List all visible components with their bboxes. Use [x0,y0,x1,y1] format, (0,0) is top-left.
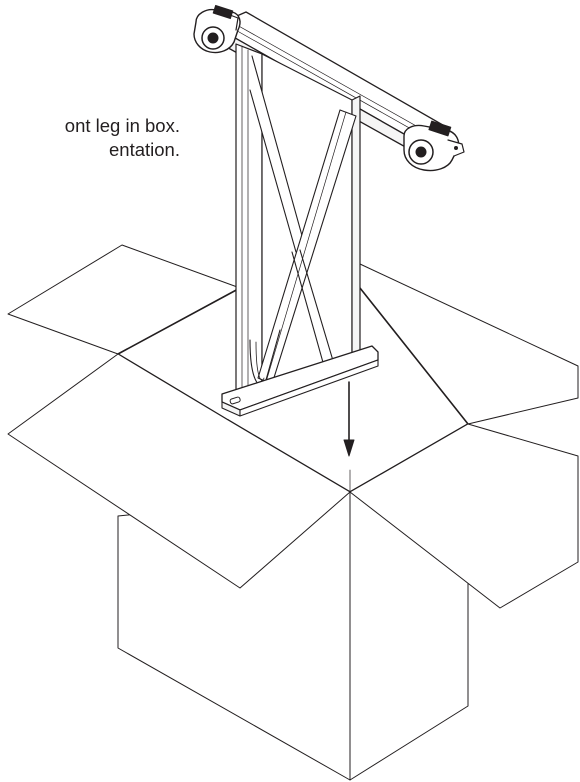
base-plate [222,346,378,416]
down-arrow-icon [344,382,354,456]
cross-brace [250,56,356,385]
front-leg [194,5,464,416]
instruction-line-1: ont leg in box. [64,115,180,136]
caster-right [404,121,464,170]
box-flap-front-left [8,354,350,588]
instruction-line-2: entation. [109,139,180,160]
instruction-text: ont leg in box. entation. [0,114,180,162]
box-flap-front-right [350,424,578,608]
shipping-box [8,245,578,780]
caster-left [194,5,240,52]
